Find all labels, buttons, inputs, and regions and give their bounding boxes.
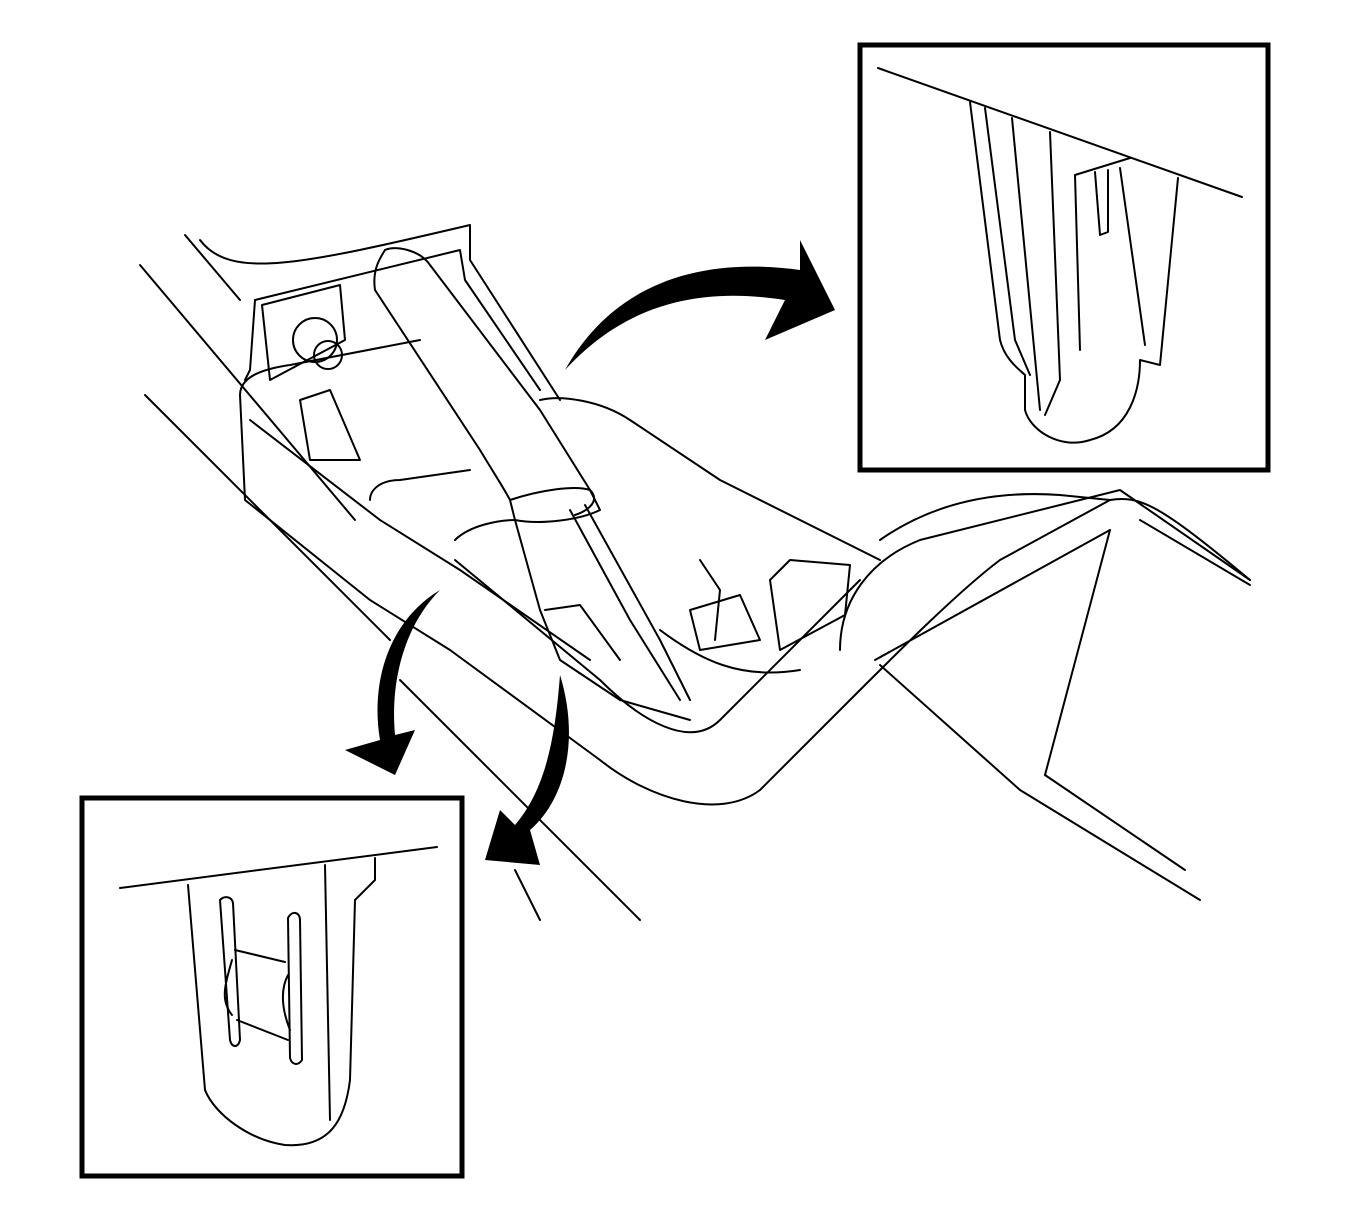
release-button	[261, 284, 346, 381]
parking-brake-lever	[373, 247, 691, 721]
detail-inset-upper-right	[857, 42, 1271, 473]
direction-arrows	[345, 240, 835, 865]
arrow-lower-middle	[485, 675, 569, 865]
floor-lines	[139, 234, 1251, 921]
arrow-upper-right	[565, 240, 835, 370]
detail-inset-lower-left	[79, 795, 465, 1179]
center-console	[199, 224, 1251, 806]
arrow-lower-left	[345, 590, 440, 775]
